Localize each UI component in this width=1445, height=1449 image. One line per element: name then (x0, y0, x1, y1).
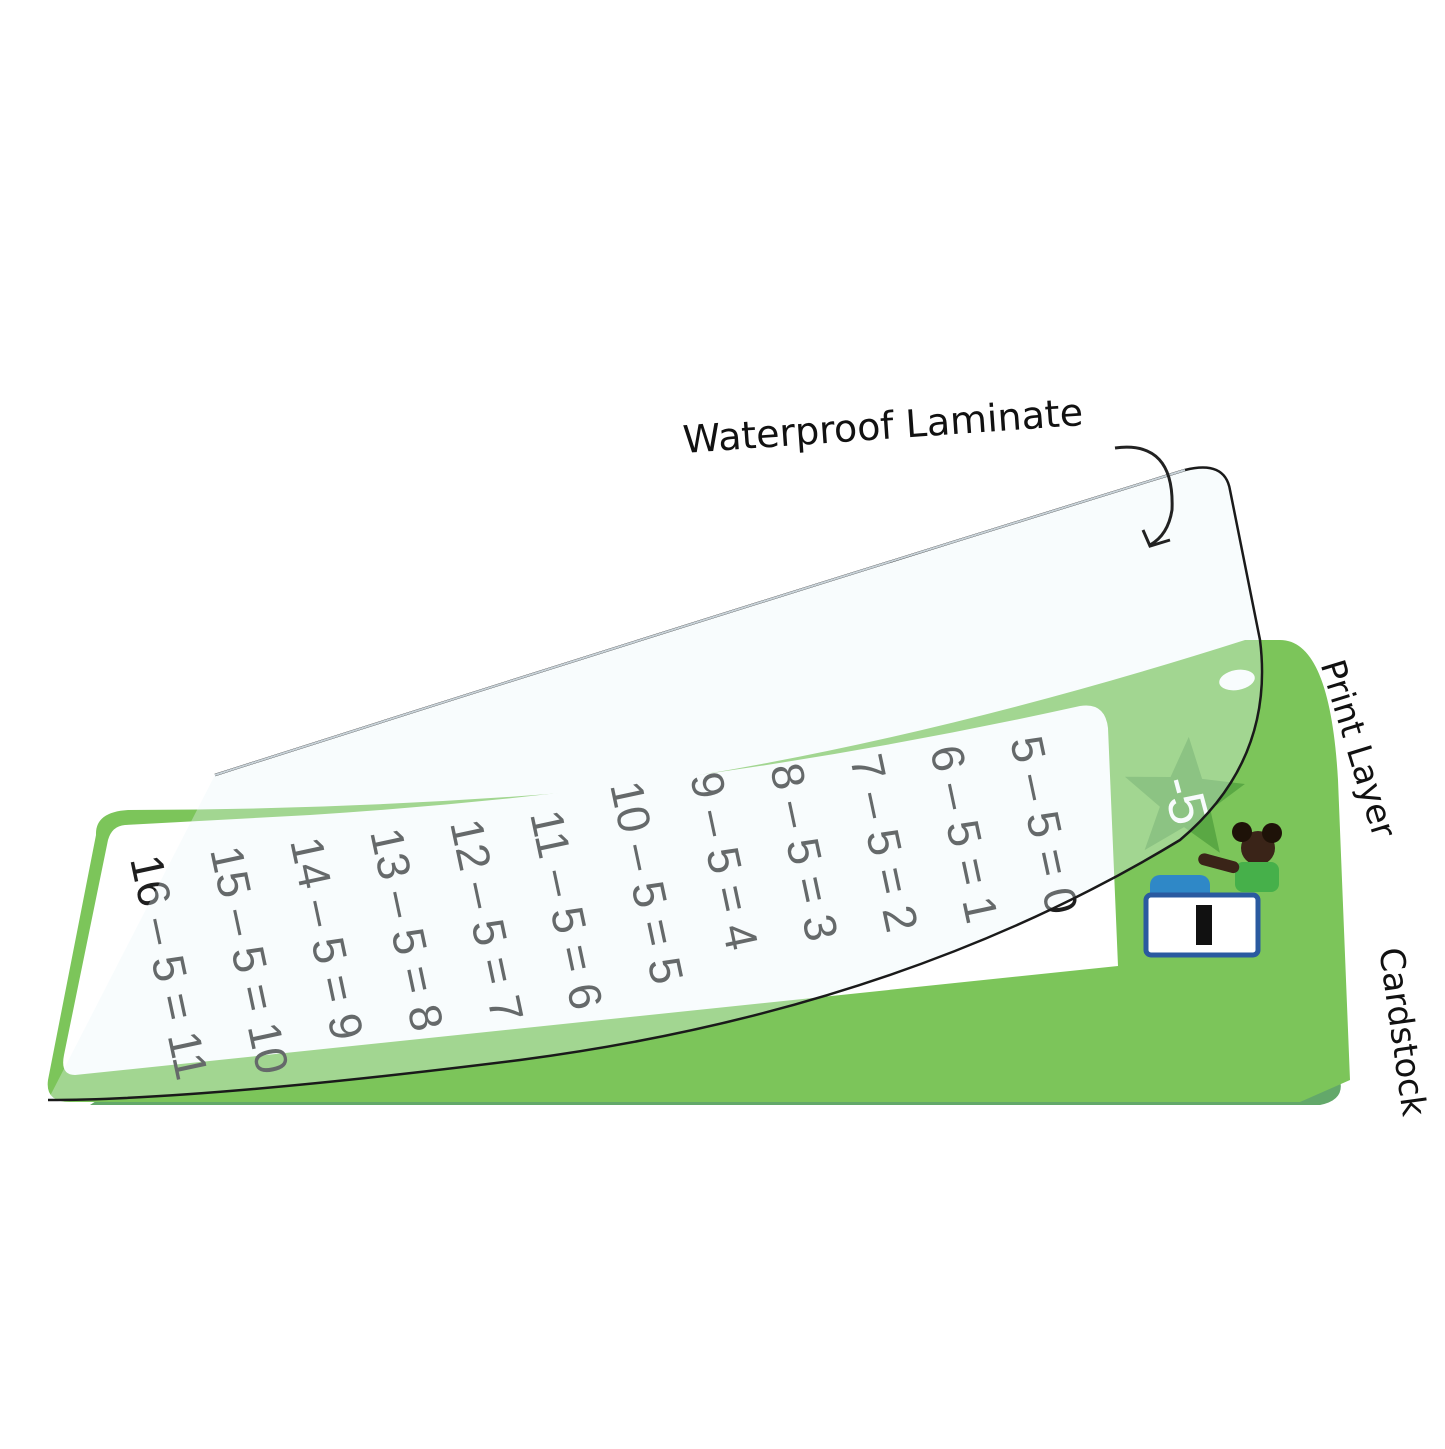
laminate-top-edge (214, 469, 1186, 776)
star-badge: -5 (1124, 736, 1245, 853)
equations-panel (63, 705, 1119, 1075)
girl-with-books-icon (1143, 822, 1282, 958)
hole-punch (1219, 669, 1255, 691)
arrow-head (1141, 529, 1171, 548)
curved-arrow-icon (1114, 445, 1174, 547)
